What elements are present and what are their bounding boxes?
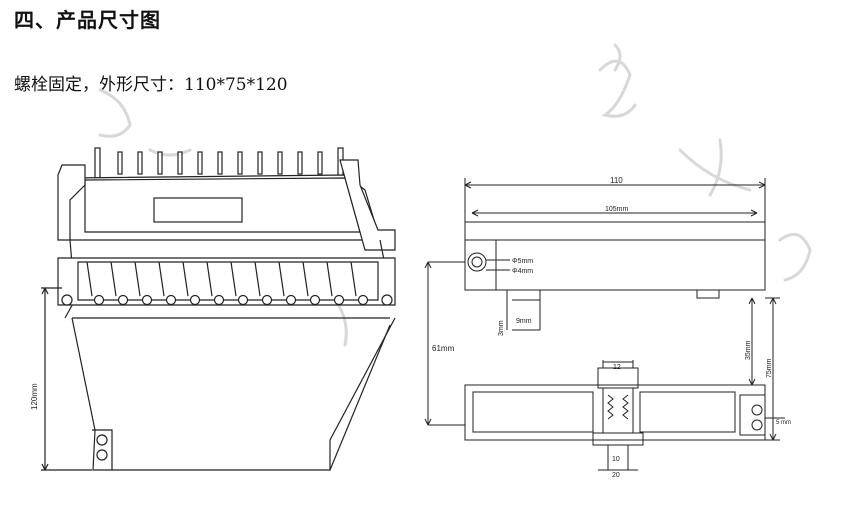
hole-large-label: Φ5mm bbox=[512, 258, 533, 265]
orthographic-view bbox=[424, 178, 785, 471]
dim-5mm-label: 5 mm bbox=[776, 420, 791, 426]
terminal-dividers bbox=[86, 261, 357, 297]
height-120mm-label: 120mm bbox=[30, 383, 39, 410]
section-title: 四、产品尺寸图 bbox=[14, 8, 161, 32]
isometric-view bbox=[41, 147, 396, 471]
dim-20-label: 20 bbox=[612, 472, 620, 479]
dim-10-label: 10 bbox=[612, 456, 620, 463]
dim-75mm-label: 75mm bbox=[766, 358, 773, 378]
overall-width-label: 110 bbox=[610, 176, 623, 185]
dim-61mm-label: 61mm bbox=[432, 344, 455, 353]
spec-text: 螺栓固定，外形尺寸：110*75*120 bbox=[14, 75, 288, 95]
dim-3mm-label: 3mm bbox=[498, 320, 505, 336]
display-window bbox=[153, 197, 243, 223]
terminal-screws bbox=[93, 294, 369, 306]
hole-small-label: Φ4mm bbox=[512, 268, 533, 275]
dim-35mm-label: 35mm bbox=[745, 340, 752, 360]
dim-9mm-label: 9mm bbox=[516, 318, 532, 325]
dim-12-label: 12 bbox=[613, 364, 621, 371]
inner-width-label: 105mm bbox=[605, 206, 629, 213]
cooling-fins bbox=[94, 147, 344, 179]
